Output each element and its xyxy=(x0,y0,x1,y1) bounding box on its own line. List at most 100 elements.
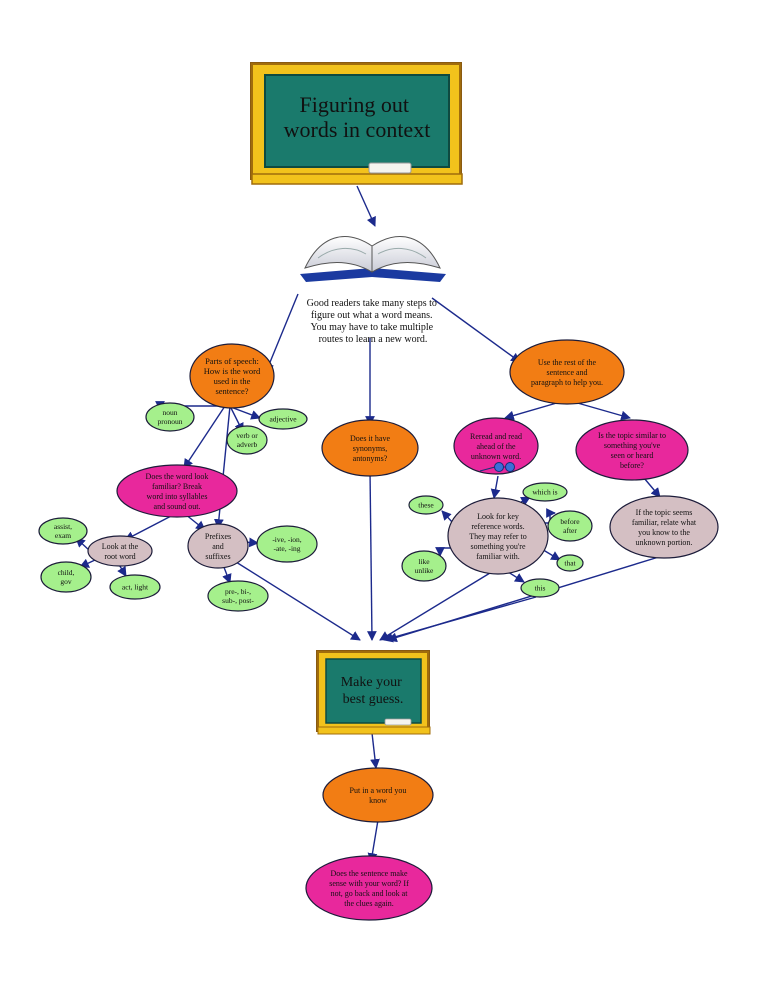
arrow-reference-to-guess xyxy=(379,572,491,641)
node-prefix-examples-shape xyxy=(207,580,269,612)
node-these-label: these xyxy=(418,501,434,510)
node-before-after-line-1: before xyxy=(560,517,580,526)
node-child-gov-line-1: child, xyxy=(58,568,75,577)
node-this: this xyxy=(520,578,560,598)
node-act-light-shape xyxy=(109,574,161,600)
node-that: that xyxy=(556,554,584,572)
intro-line-1: Good readers take many steps to xyxy=(307,298,437,309)
node-reread-line-3: unknown word. xyxy=(471,452,521,461)
node-root-word-line-2: root word xyxy=(104,552,135,561)
node-this-shape xyxy=(520,578,560,598)
node-look-familiar-line-3: word into syllables xyxy=(147,492,208,501)
arrow-reread-to-reference xyxy=(490,475,501,499)
node-reread-line-1: Reread and read xyxy=(470,432,522,441)
node-before-after-line-2: after xyxy=(563,526,577,535)
node-which-is-shape xyxy=(522,482,568,502)
node-prefixes-suffixes-line-2: and xyxy=(212,542,224,551)
node-put-word-line-1: Put in a word you xyxy=(350,786,407,795)
node-reference-words-shape xyxy=(447,497,549,575)
node-topic-familiar-line-2: familiar, relate what xyxy=(632,518,697,527)
intro-line-2: figure out what a word means. xyxy=(311,310,433,321)
node-reference-words-line-4: something you're xyxy=(471,542,526,551)
node-reference-words-line-5: familiar with. xyxy=(476,552,520,561)
title-line-1: Figuring out xyxy=(300,92,409,117)
node-suffix-examples-shape xyxy=(256,525,318,563)
node-root-word-shape xyxy=(87,535,153,567)
arrow-intro-to-rest-of-sentence xyxy=(431,297,521,363)
arrow-intro-to-parts-of-speech xyxy=(264,293,299,373)
arrow-prefixes-to-guess xyxy=(235,561,361,641)
node-parts-of-speech-line-2: How is the word xyxy=(204,366,261,376)
intro-text: Good readers take many steps to figure o… xyxy=(307,298,440,345)
node-look-familiar-line-2: familiar? Break xyxy=(152,482,202,491)
node-rest-of-sentence-shape xyxy=(509,339,625,405)
node-parts-of-speech-shape xyxy=(189,343,275,409)
node-this-line-1: this xyxy=(535,584,546,593)
node-reread-line-2: ahead of the xyxy=(476,442,516,451)
arrow-board-to-book xyxy=(356,185,376,227)
node-synonyms-line-2: synonyms, xyxy=(353,444,387,453)
node-assist-exam-shape xyxy=(38,517,88,545)
node-like-unlike-shape xyxy=(401,550,447,582)
node-assist-exam-line-2: exam xyxy=(55,531,71,540)
node-makes-sense-line-4: the clues again. xyxy=(344,899,394,908)
node-rest-of-sentence-line-3: paragraph to help you. xyxy=(531,378,603,387)
node-these-shape xyxy=(408,495,444,515)
node-act-light-label: act, light xyxy=(122,583,149,592)
node-noun-pronoun-line-1: noun xyxy=(163,408,178,417)
arrow-put-to-makes-sense xyxy=(367,819,379,863)
node-reference-words-line-1: Look for key xyxy=(477,512,519,521)
node-which-is-label: which is xyxy=(532,488,557,497)
node-child-gov-label: child,gov xyxy=(58,568,75,586)
svg-text:Make your best guess.: Make your best guess. xyxy=(341,675,406,707)
node-act-light-line-1: act, light xyxy=(122,583,149,592)
node-like-unlike-line-2: unlike xyxy=(415,566,434,575)
node-look-familiar-line-4: and sound out. xyxy=(154,502,201,511)
node-adjective-shape xyxy=(258,408,308,430)
node-that-line-1: that xyxy=(564,559,576,568)
node-before-after-shape xyxy=(547,510,593,542)
node-child-gov-line-2: gov xyxy=(60,577,72,586)
guess-chalkboard: Make your best guess. xyxy=(316,650,431,735)
node-topic-familiar-line-4: unknown portion. xyxy=(636,538,693,547)
node-act-light: act, light xyxy=(109,574,161,600)
node-reread-shape xyxy=(453,417,539,475)
node-adjective-line-1: adjective xyxy=(269,415,297,424)
node-makes-sense-line-2: sense with your word? If xyxy=(329,879,409,888)
node-root-word-line-1: Look at the xyxy=(102,542,139,551)
node-adjective: adjective xyxy=(258,408,308,430)
node-parts-of-speech-line-4: sentence? xyxy=(215,386,248,396)
node-that-label: that xyxy=(564,559,576,568)
node-rest-of-sentence-line-1: Use the rest of the xyxy=(538,358,597,367)
arrow-reference-to-these xyxy=(441,510,454,524)
node-put-word-shape xyxy=(322,767,434,823)
node-parts-of-speech-line-1: Parts of speech: xyxy=(205,356,259,366)
node-this-label: this xyxy=(535,584,546,593)
node-noun-pronoun-shape xyxy=(145,402,195,432)
node-suffix-examples: -ive, -ion,-ate, -ing xyxy=(256,525,318,563)
